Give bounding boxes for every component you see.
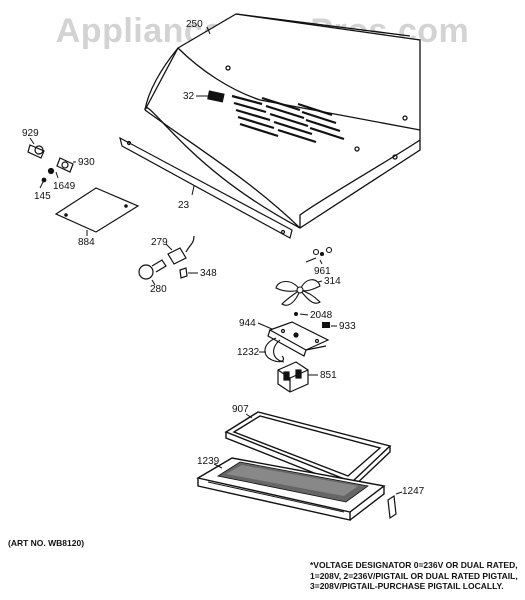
rating-label xyxy=(207,90,225,103)
filter-clip xyxy=(387,494,397,520)
part-label-32: 32 xyxy=(183,91,195,102)
switch-parts xyxy=(27,144,74,183)
part-label-1649: 1649 xyxy=(53,181,76,192)
damper-block xyxy=(322,322,330,328)
part-label-944: 944 xyxy=(239,318,256,329)
voltage-note-line-2: 1=208V, 2=236V/PIGTAIL OR DUAL RATED PIG… xyxy=(310,570,518,581)
part-label-933: 933 xyxy=(339,321,356,332)
grease-filter xyxy=(224,411,392,490)
part-label-930: 930 xyxy=(78,157,95,168)
part-label-961: 961 xyxy=(314,266,331,277)
part-label-884: 884 xyxy=(78,237,95,248)
fan-blade xyxy=(275,279,321,306)
part-label-1232: 1232 xyxy=(237,347,260,358)
part-label-250: 250 xyxy=(186,19,203,30)
fan-washers xyxy=(305,246,333,263)
part-label-314: 314 xyxy=(324,276,341,287)
part-label-23: 23 xyxy=(178,200,190,211)
part-label-2048: 2048 xyxy=(310,310,333,321)
part-label-1239: 1239 xyxy=(197,456,220,467)
motor-mount-bracket xyxy=(267,321,330,357)
part-label-851: 851 xyxy=(320,370,337,381)
part-label-279: 279 xyxy=(151,237,168,248)
light-lens-panel xyxy=(54,187,140,233)
charcoal-filter xyxy=(196,457,386,521)
range-hood-body xyxy=(144,13,421,229)
part-label-348: 348 xyxy=(200,268,217,279)
part-label-1247: 1247 xyxy=(402,486,425,497)
fan-motor xyxy=(277,361,309,393)
part-label-280: 280 xyxy=(150,284,167,295)
voltage-note-line-3: 3=208V/PIGTAIL-PURCHASE PIGTAIL LOCALLY. xyxy=(310,581,504,591)
wire-harness xyxy=(264,337,285,363)
art-number: (ART NO. WB8120) xyxy=(8,538,85,548)
voltage-designator-note: *VOLTAGE DESIGNATOR 0=236V OR DUAL RATED… xyxy=(310,560,522,592)
front-trim-strip xyxy=(119,136,293,239)
voltage-note-line-1: *VOLTAGE DESIGNATOR 0=236V OR DUAL RATED… xyxy=(310,560,518,570)
part-label-907: 907 xyxy=(232,404,249,415)
lamp-assembly xyxy=(138,235,195,280)
part-label-145: 145 xyxy=(34,191,51,202)
part-label-929: 929 xyxy=(22,128,39,139)
